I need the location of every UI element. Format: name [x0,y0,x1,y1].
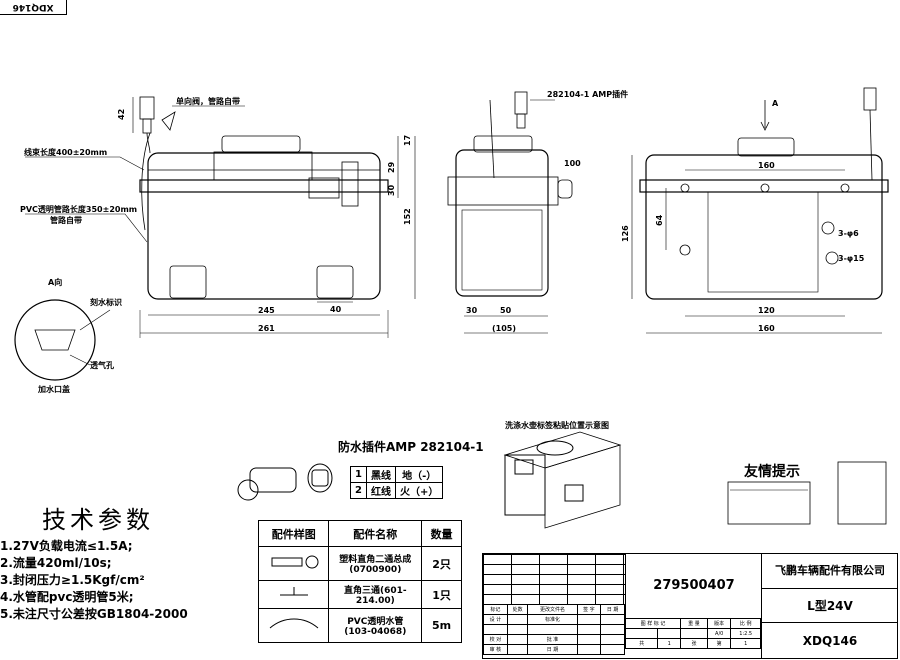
a-view [14,299,111,381]
flipped-code-box: XDQ146 [0,0,67,15]
dim-160-top: 160 [758,161,775,170]
revision-grid [483,554,625,604]
product-code: XDQ146 [761,622,898,659]
dim-261: 261 [258,324,275,333]
a-view-scale-label: 刻水标识 [90,297,122,307]
front-tank-body [147,152,381,300]
dim-245: 245 [258,306,275,315]
spec-item: 3.封闭压力≥1.5Kgf/cm² [0,573,145,587]
connector-sketch [237,463,333,501]
table-row: 塑料直角二通总成(0700900) 2只 [257,546,462,581]
dim-160-bot: 160 [758,324,775,333]
rear-arrow-a: A [772,99,779,108]
front-harness-label: 线束长度400±20mm [24,147,107,157]
side-amp-label: 282104-1 AMP插件 [547,89,628,99]
product-name: L型24V [761,588,898,623]
label-position-title: 洗涤水壶标签粘贴位置示意图 [505,420,609,430]
drawing-number: 279500407 [625,554,762,618]
specs-list: 1.27V负载电流≤1.5A; 2.流量420ml/10s; 3.封闭压力≥1.… [0,538,188,623]
specs-title: 技术参数 [42,506,154,534]
a-view-cap-label: 加水口盖 [37,384,70,394]
friendly-tip-panel [727,461,887,525]
part-image [257,546,330,581]
front-pvc-label: PVC透明管路长度350±20mm [20,204,137,214]
dim-29: 29 [387,161,396,173]
dim-17: 17 [403,135,412,146]
spec-item: 5.未注尺寸公差按GB1804-2000 [0,607,188,621]
a-view-vent-label: 透气孔 [90,360,114,370]
parts-header-row: 配件样图 配件名称 数量 [257,520,462,547]
front-pvc-self-label: 管路自带 [50,215,82,225]
connector-row: 1 黑线 地（-） [350,466,444,483]
front-check-valve-label: 单向阀，管路自带 [176,96,240,106]
connector-title: 防水插件AMP 282104-1 [338,440,484,454]
dim-126: 126 [621,225,630,242]
label-position-view [503,431,622,529]
spec-item: 2.流量420ml/10s; [0,556,112,570]
table-row: 直角三通(601-214.00) 1只 [257,580,462,609]
part-image [257,580,330,609]
dim-30-side: 30 [466,306,478,315]
dim-105: (105) [492,324,516,333]
dim-120: 120 [758,306,775,315]
parts-table: 配件样图 配件名称 数量 塑料直角二通总成(0700900) 2只 直角三通(6… [257,520,462,643]
front-view [25,96,416,338]
dim-42: 42 [117,109,126,120]
company-name: 飞鹏车辆配件有限公司 [761,554,898,588]
friendly-tip-title: 友情提示 [744,463,800,480]
rear-hole15: 3-φ15 [838,254,865,263]
a-view-title: A向 [48,277,62,287]
dim-64: 64 [655,214,664,226]
dim-50: 50 [500,306,512,315]
spec-item: 4.水管配pvc透明管5米; [0,590,134,604]
front-bracket [139,179,389,193]
dim-30-front: 30 [387,184,396,196]
table-row: PVC透明水管(103-04068) 5m [257,608,462,643]
spec-item: 1.27V负载电流≤1.5A; [0,539,133,553]
dim-100: 100 [564,159,581,168]
rear-view [631,87,889,334]
title-block: 标记处数更改文件名签 字日 期 设 计标准化 校 对批 准 审 核日 期 279… [482,553,898,659]
part-image [257,608,330,643]
dim-152: 152 [403,208,412,225]
dim-40: 40 [330,305,342,314]
side-view [447,91,573,334]
revision-table: 标记处数更改文件名签 字日 期 设 计标准化 校 对批 准 审 核日 期 [483,604,625,655]
connector-table: 1 黑线 地（-） 2 红线 火（+） [350,466,444,499]
connector-row: 2 红线 火（+） [350,482,444,499]
rear-hole6: 3-φ6 [838,229,859,238]
